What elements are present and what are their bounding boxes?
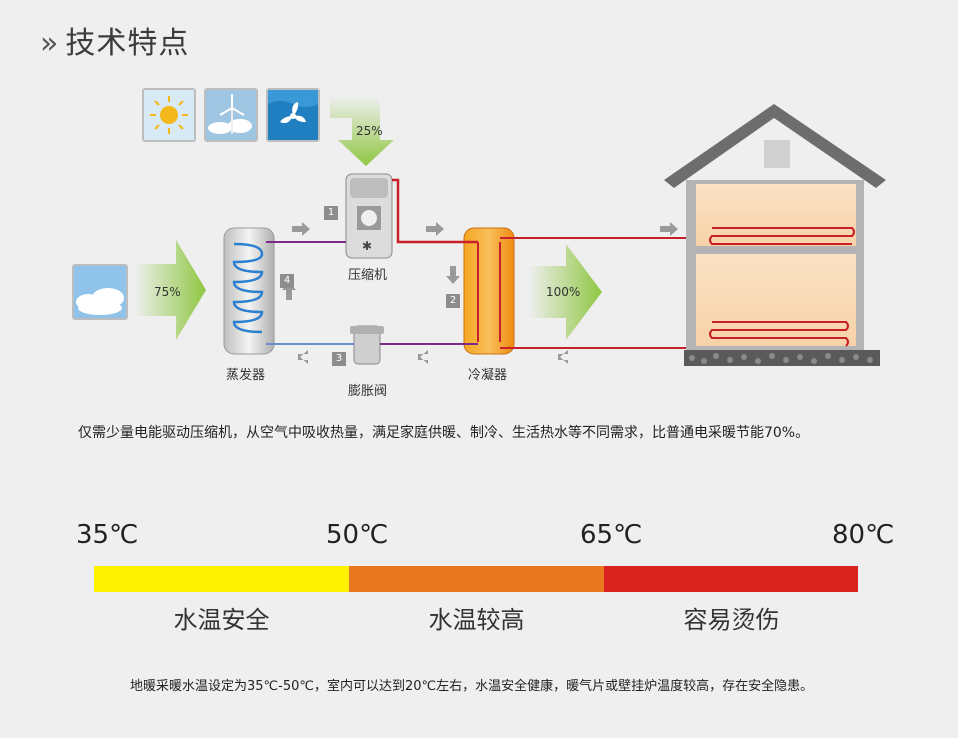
heat-pump-diagram: ✱	[134, 96, 886, 366]
floor-heating-coils	[709, 227, 855, 347]
evaporator-label: 蒸发器	[226, 368, 266, 383]
zone-label-safe: 水温安全	[173, 606, 270, 634]
description-text: 仅需少量电能驱动压缩机，从空气中吸收热量，满足家庭供暖、制冷、生活热水等不同需求…	[78, 425, 810, 441]
svg-text:✱: ✱	[362, 239, 372, 253]
zone-label-high: 水温较高	[428, 606, 525, 634]
percent-air-label: 75%	[154, 285, 181, 299]
footnote-text: 地暖采暖水温设定为35℃-50℃，室内可以达到20℃左右，水温安全健康，暖气片或…	[130, 679, 814, 694]
temp-tick-65: 65℃	[580, 520, 643, 550]
fan-icon	[266, 88, 320, 142]
double-chevron-right-icon: »	[40, 26, 60, 61]
air-cloud-icon	[72, 264, 128, 320]
condenser-tank	[463, 227, 515, 355]
evaporator-coil	[232, 242, 264, 334]
step-3-badge: 3	[332, 352, 346, 366]
wind-turbine-icon	[204, 88, 258, 142]
house	[664, 104, 886, 366]
temp-tick-50: 50℃	[326, 520, 389, 550]
temp-tick-80: 80℃	[832, 520, 895, 550]
step-1-badge: 1	[324, 206, 338, 220]
percent-top-label: 25%	[356, 124, 383, 138]
zone-label-scald: 容易烫伤	[683, 606, 780, 634]
compressor-label: 压缩机	[348, 268, 388, 283]
zone-bar-high	[349, 566, 604, 592]
zone-bar-safe	[94, 566, 349, 592]
step-2-badge: 2	[446, 294, 460, 308]
energy-arrow-down	[330, 96, 394, 166]
expansion-valve-label: 膨胀阀	[348, 384, 388, 399]
title-text: 技术特点	[65, 26, 190, 61]
energy-arrow-air	[134, 240, 206, 340]
temp-tick-35: 35℃	[76, 520, 139, 550]
sun-icon	[142, 88, 196, 142]
step-4-badge: 4	[280, 274, 294, 288]
condenser-label: 冷凝器	[468, 368, 508, 383]
energy-arrow-out	[528, 244, 602, 340]
percent-out-label: 100%	[546, 285, 581, 299]
pipe-comp-to-cond	[392, 178, 478, 244]
page-title: »技术特点	[40, 18, 189, 62]
zone-bar-scald	[604, 566, 858, 592]
